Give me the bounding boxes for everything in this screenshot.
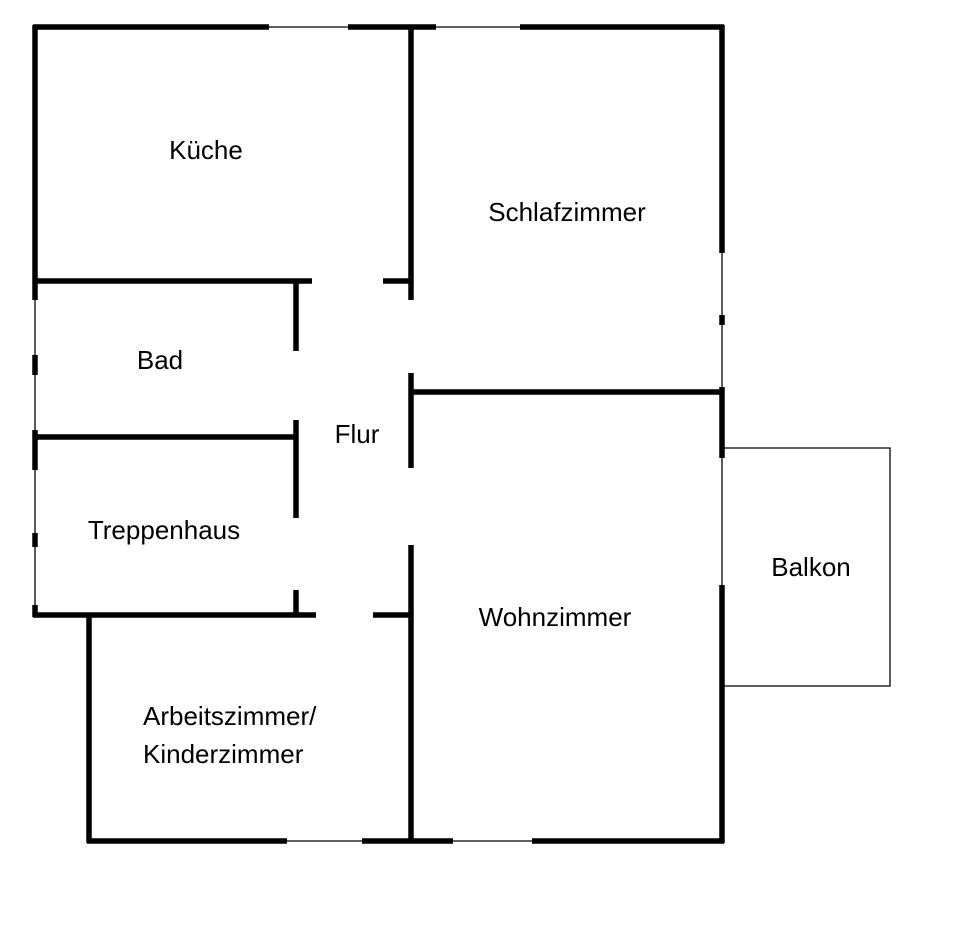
label-kinderzimmer: Kinderzimmer <box>143 739 304 769</box>
balcony-outline <box>722 447 891 687</box>
label-bad: Bad <box>137 345 183 375</box>
label-balkon: Balkon <box>771 552 851 582</box>
label-flur: Flur <box>335 419 380 449</box>
label-wohnzimmer: Wohnzimmer <box>479 602 632 632</box>
label-schlafzimmer: Schlafzimmer <box>488 197 646 227</box>
label-kueche: Küche <box>169 135 243 165</box>
room-labels: Küche Schlafzimmer Bad Flur Treppenhaus … <box>88 135 851 769</box>
label-treppenhaus: Treppenhaus <box>88 515 240 545</box>
walls <box>32 24 891 844</box>
label-arbeitszimmer: Arbeitszimmer/ <box>143 701 317 731</box>
